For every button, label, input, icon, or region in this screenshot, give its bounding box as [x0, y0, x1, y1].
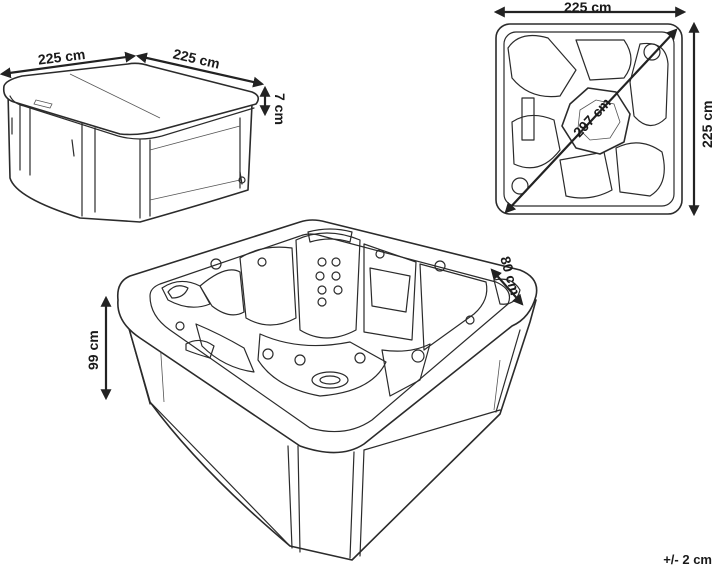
cover-depth-label: 225 cm [172, 45, 222, 71]
cover-width-label: 225 cm [37, 46, 86, 68]
cover-thickness-label: 7 cm [272, 93, 288, 125]
height-label: 99 cm [85, 330, 101, 370]
covered-tub-drawing [2, 62, 260, 223]
open-tub-drawing [116, 219, 538, 561]
backrest-jets [315, 257, 343, 307]
top-depth-label: 225 cm [699, 101, 715, 148]
tolerance-note: +/- 2 cm [663, 552, 712, 567]
top-width-label: 225 cm [564, 0, 611, 15]
